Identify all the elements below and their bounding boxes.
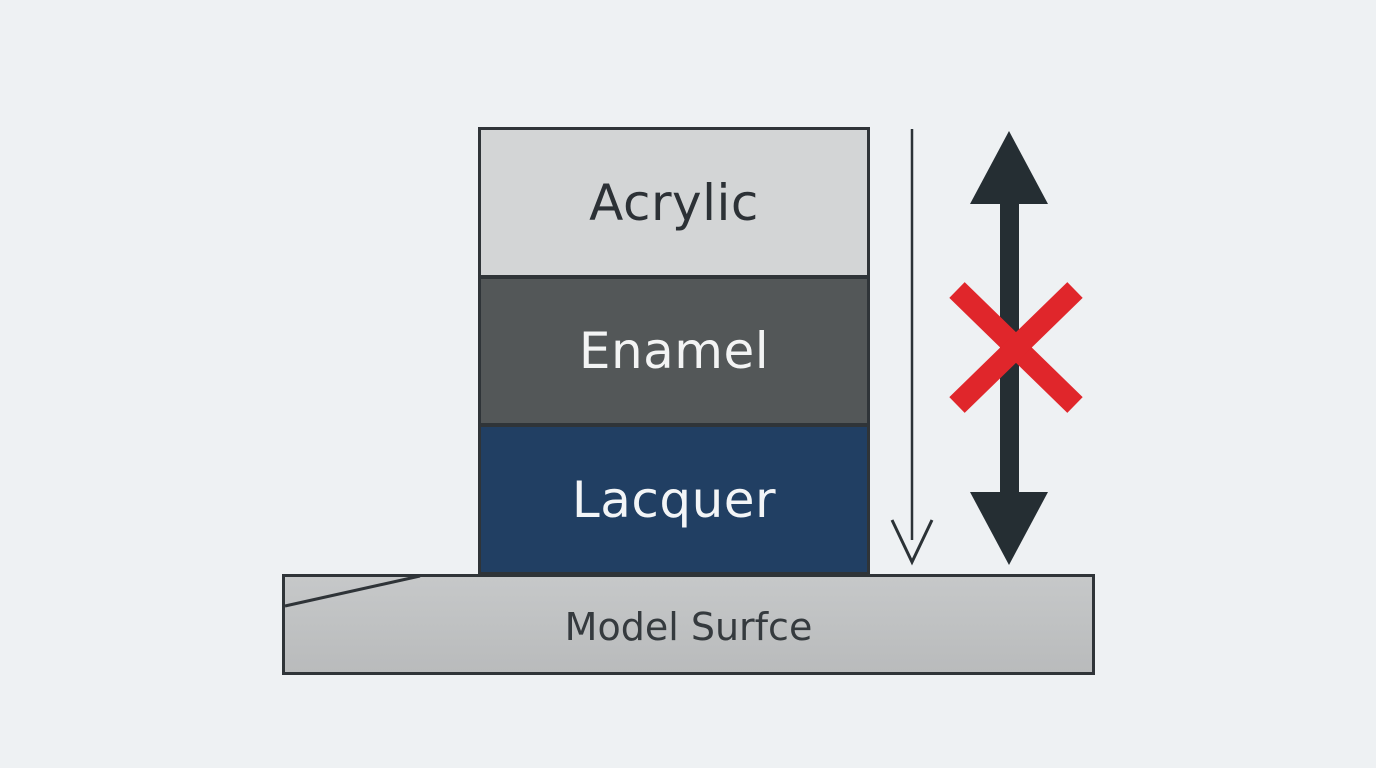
model-surface: Model Surfce bbox=[282, 574, 1095, 675]
model-surface-label: Model Surfce bbox=[564, 604, 813, 649]
thin-down-arrow-icon bbox=[890, 129, 934, 566]
acrylic-label: Acrylic bbox=[589, 173, 759, 232]
lacquer-layer: Lacquer bbox=[478, 424, 870, 575]
double-headed-arrow-icon bbox=[970, 131, 1048, 565]
enamel-layer: Enamel bbox=[478, 276, 870, 426]
lacquer-label: Lacquer bbox=[571, 470, 777, 529]
acrylic-layer: Acrylic bbox=[478, 127, 870, 278]
enamel-label: Enamel bbox=[578, 322, 770, 380]
red-x-icon bbox=[949, 282, 1083, 413]
